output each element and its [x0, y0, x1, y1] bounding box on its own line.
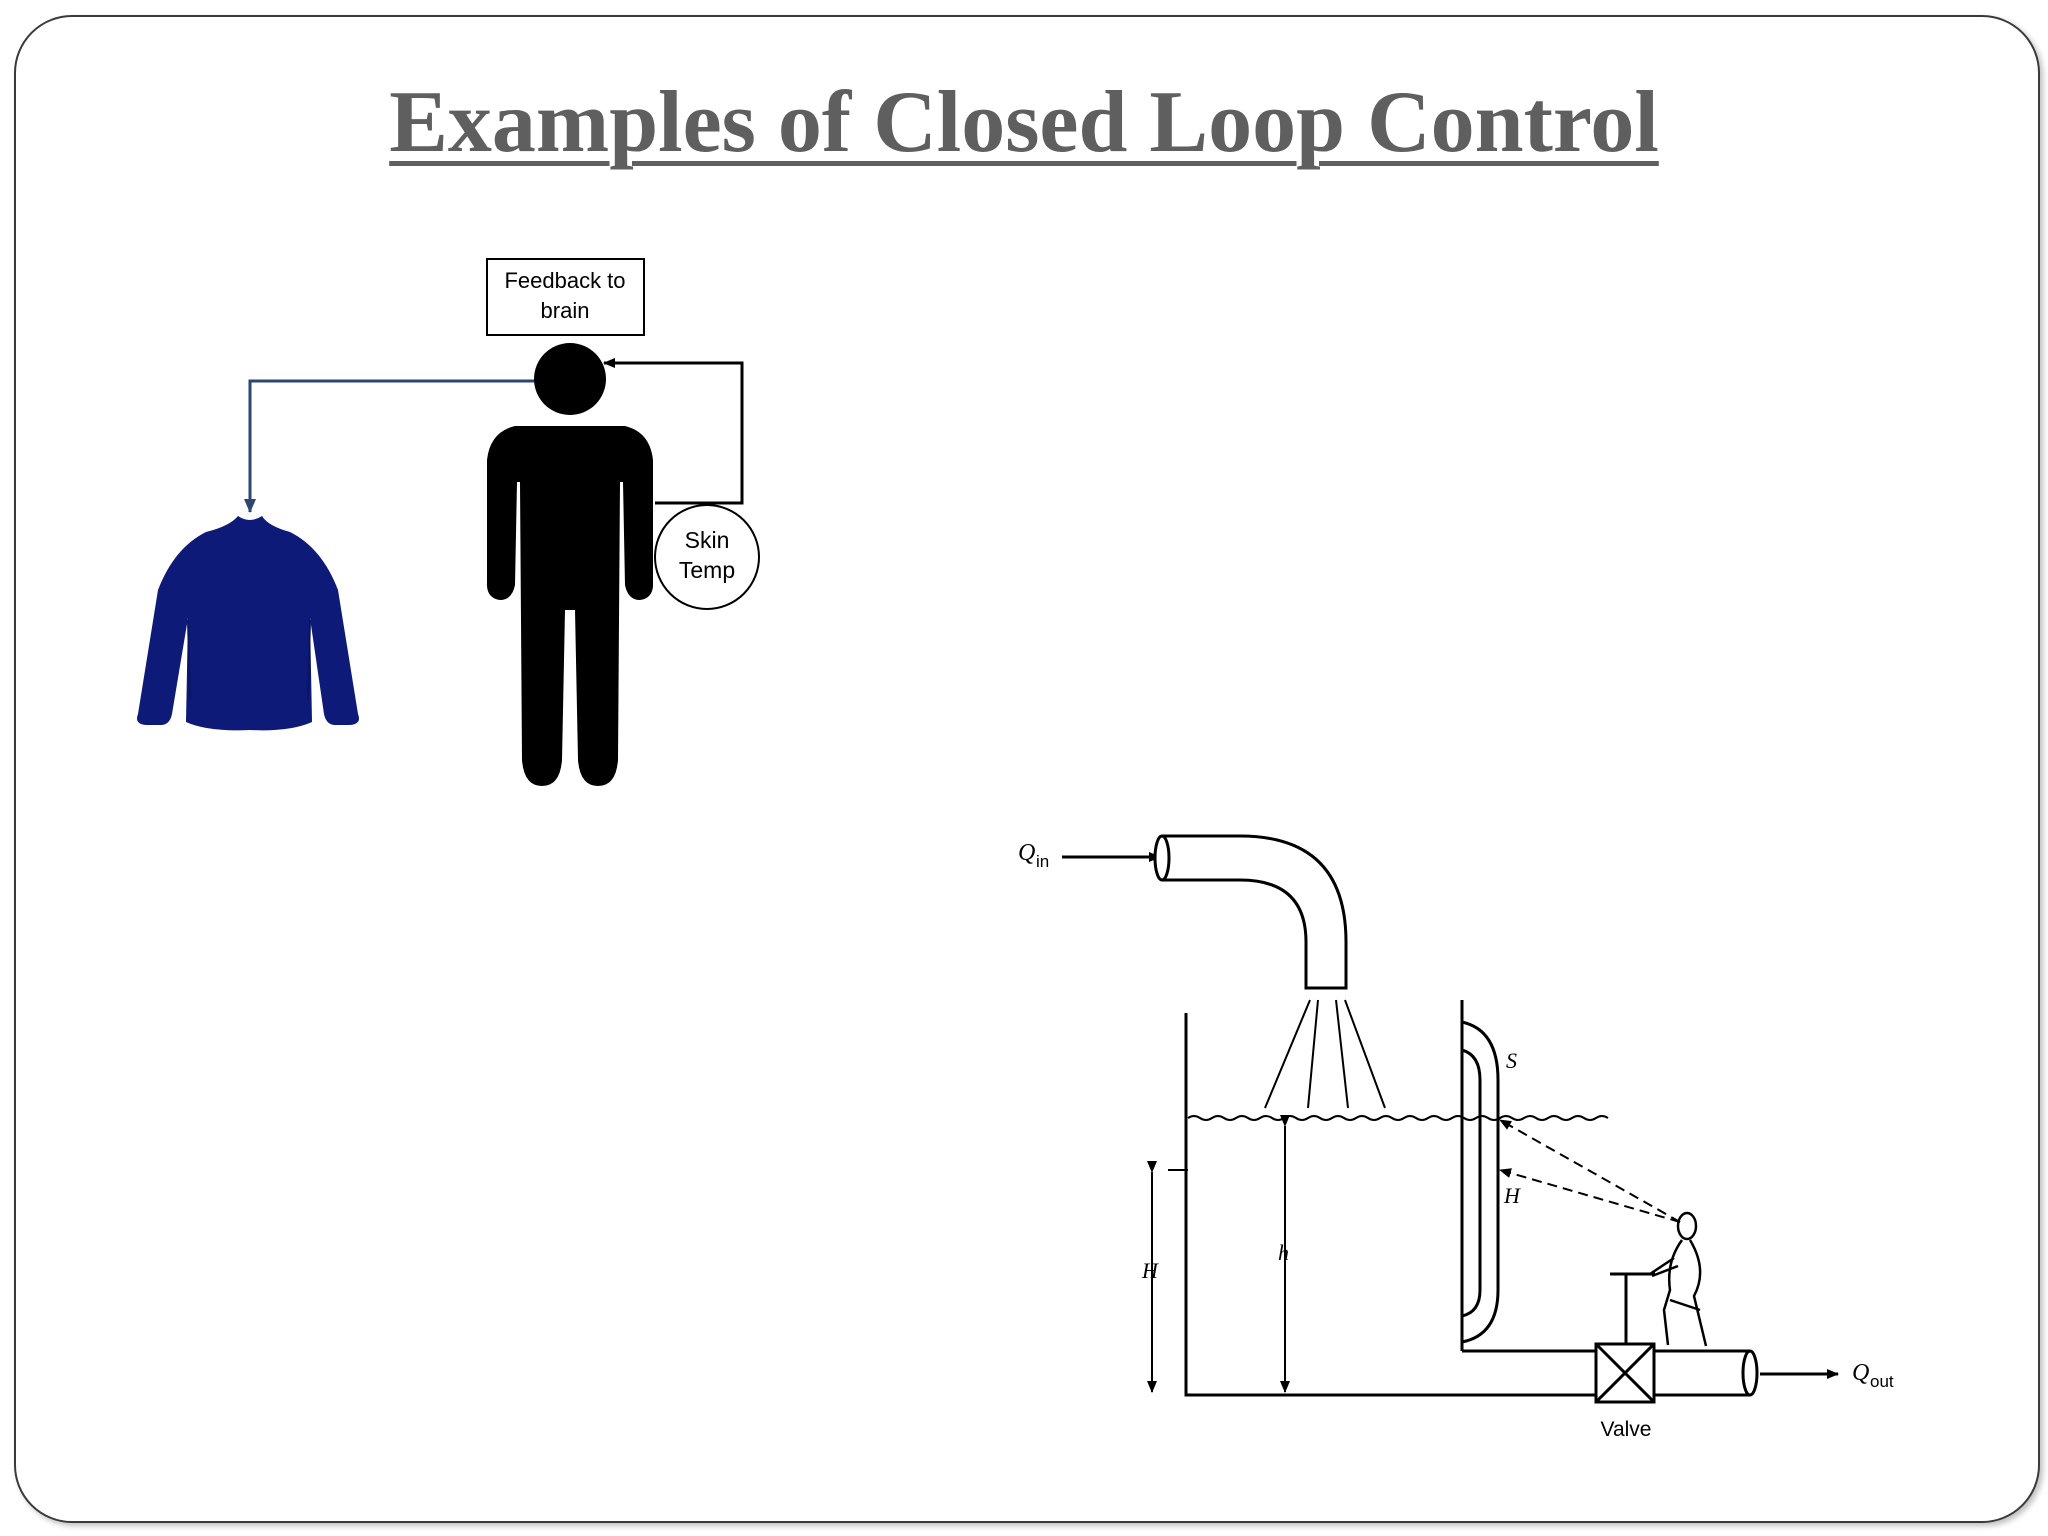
tank-walls — [1184, 1013, 1596, 1397]
brain-to-jacket-line — [244, 379, 535, 513]
inlet-pipe-end — [1153, 834, 1171, 882]
valve-icon — [1594, 1342, 1656, 1404]
feedback-label-line1: Feedback to — [504, 268, 625, 293]
q-out-subscript: out — [1870, 1372, 1894, 1391]
water-spray — [1264, 999, 1386, 1109]
outlet-pipe-end — [1741, 1349, 1759, 1397]
slide-frame — [14, 15, 2040, 1523]
setpoint-h-label: H — [1141, 1258, 1159, 1283]
q-in-label: Q — [1018, 840, 1035, 866]
valve-label: Valve — [1601, 1418, 1652, 1441]
operator-lines-of-sight — [1499, 1119, 1681, 1223]
valve-handwheel — [1610, 1272, 1655, 1344]
sight-glass-label: S — [1506, 1048, 1517, 1073]
feedback-loop-line — [603, 358, 744, 505]
person-silhouette-icon — [486, 343, 654, 786]
jacket-icon — [137, 516, 359, 731]
feedback-label-line2: brain — [541, 298, 590, 323]
skin-temp-sensor: Skin Temp — [654, 504, 760, 610]
q-out-label: Q — [1852, 1360, 1869, 1386]
slide-title: Examples of Closed Loop Control — [389, 74, 1659, 171]
q-in-subscript: in — [1036, 852, 1049, 871]
sensor-label-line2: Temp — [679, 557, 735, 583]
feedback-label-box: Feedback to brain — [486, 258, 645, 336]
body-temperature-example: Feedback to brain Skin Temp — [137, 258, 760, 786]
operator-icon — [1649, 1211, 1708, 1347]
sensor-label-line1: Skin — [685, 527, 730, 553]
tank-level-example: Q in S h H — [1018, 834, 1894, 1441]
water-surface — [1187, 1115, 1609, 1121]
operator-reading-label: H — [1503, 1183, 1521, 1208]
level-h-label: h — [1278, 1240, 1289, 1265]
sight-glass — [1460, 1000, 1500, 1351]
inlet-pipe — [1162, 834, 1348, 990]
